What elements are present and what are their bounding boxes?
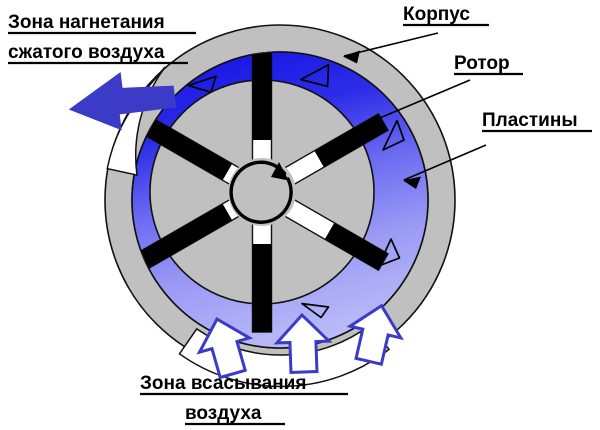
vane-blade-5 <box>136 203 233 271</box>
label-housing: Корпус <box>403 4 489 27</box>
vane-blade-4 <box>252 244 272 332</box>
leader-housing-head <box>343 50 360 64</box>
discharge-arrow-shape <box>68 71 177 131</box>
flow-triangle-5 <box>301 302 330 319</box>
label-intake-zone: Зона всасывания воздуха <box>140 373 348 426</box>
intake-zone-line1: Зона всасывания <box>140 373 306 394</box>
rotor-hub <box>228 158 296 226</box>
leader-housing <box>343 32 439 57</box>
vane-blade-3 <box>324 222 388 271</box>
flow-triangle-2 <box>299 63 330 88</box>
discharge-zone-line2: сжатого воздуха <box>8 42 165 63</box>
housing-label: Корпус <box>403 4 470 25</box>
vane-blade-1 <box>252 52 272 140</box>
flow-triangle-1 <box>187 75 217 94</box>
vane-blade-6 <box>136 113 233 181</box>
rotation-direction-arrow <box>229 160 293 224</box>
label-discharge-zone: Зона нагнетания сжатого воздуха <box>8 12 196 65</box>
leader-vanes-head <box>403 176 421 189</box>
vane-slot-1 <box>251 52 273 188</box>
flow-triangle-3 <box>382 119 405 151</box>
leader-rotor <box>355 79 471 129</box>
intake-arrow-3 <box>346 303 404 367</box>
intake-flow-arrows <box>196 303 404 380</box>
leader-vanes <box>403 144 487 181</box>
rotation-arrowhead <box>271 162 289 181</box>
leader-lines <box>343 32 487 189</box>
intake-arrow-1 <box>196 317 254 380</box>
leader-rotor-head <box>355 124 373 137</box>
discharge-flow-arrow <box>68 71 177 131</box>
rotor-assembly <box>135 52 389 333</box>
intake-zone-line2: воздуха <box>185 403 262 424</box>
label-rotor: Ротор <box>454 53 523 76</box>
intake-arrow-2 <box>273 312 333 374</box>
rotation-arc <box>229 160 293 224</box>
discharge-zone-line1: Зона нагнетания <box>8 12 165 33</box>
label-vanes: Пластины <box>482 110 592 133</box>
rotor-label: Ротор <box>454 53 510 74</box>
vanes-label: Пластины <box>482 110 578 131</box>
housing-bore-outline <box>131 51 429 349</box>
